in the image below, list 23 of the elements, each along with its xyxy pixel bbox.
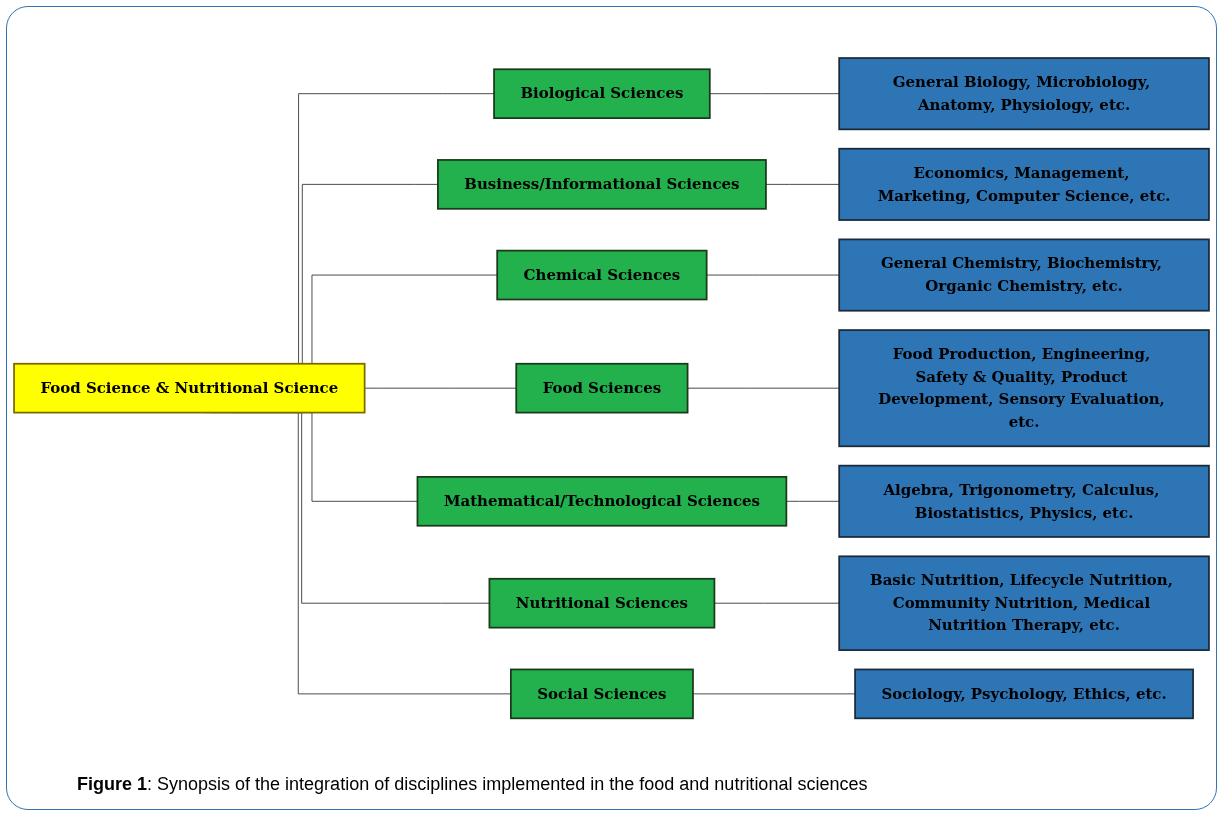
node-box xyxy=(838,238,1210,312)
node-box xyxy=(838,465,1210,539)
figure-border: Food Science & Nutritional Science Biological Sciences Business/Informational Sciences Chemical Sciences Food Sciences Mathematical/Technological Sciences Nutritional Sciences Social Sciences General Biology, Microbiology, Anatomy, Physiology, etc. Economics, Management, Marketing, Computer Science, etc. General Chemistry, Biochemistry, Organic Chemistry, etc. Food Production, Engineering, Safety & Quality, Product Development, Sensory Evaluation, etc. Algebra, Trigonometry, Calculus, Biostatistics, Physics, etc. Basic Nutrition, Lifecycle Nutrition, Community Nutrition, Medical Nutrition Therapy, etc. Sociology, Psychology, Ethics, etc. Figure 1: Synopsis of the integration of disciplines implemented in the food and nutritional sciences xyxy=(6,6,1217,810)
connector xyxy=(765,184,840,186)
node-box xyxy=(416,476,788,527)
figure-caption: Figure 1: Synopsis of the integration of disciplines implemented in the food and nutritional sciences xyxy=(77,774,868,795)
connector xyxy=(709,93,840,95)
node-box xyxy=(838,148,1210,222)
node-box xyxy=(13,363,366,414)
node-box xyxy=(496,250,708,301)
node-box xyxy=(493,68,711,120)
node-box xyxy=(854,668,1194,720)
connector xyxy=(692,693,856,695)
connector xyxy=(364,388,517,389)
node-box xyxy=(838,57,1210,131)
connector xyxy=(706,274,840,276)
node-box xyxy=(488,578,716,629)
node-box xyxy=(510,668,694,720)
connector xyxy=(687,388,840,389)
node-box xyxy=(838,555,1210,652)
node-box xyxy=(437,159,767,210)
node-box xyxy=(838,329,1210,448)
node-box xyxy=(515,363,689,414)
